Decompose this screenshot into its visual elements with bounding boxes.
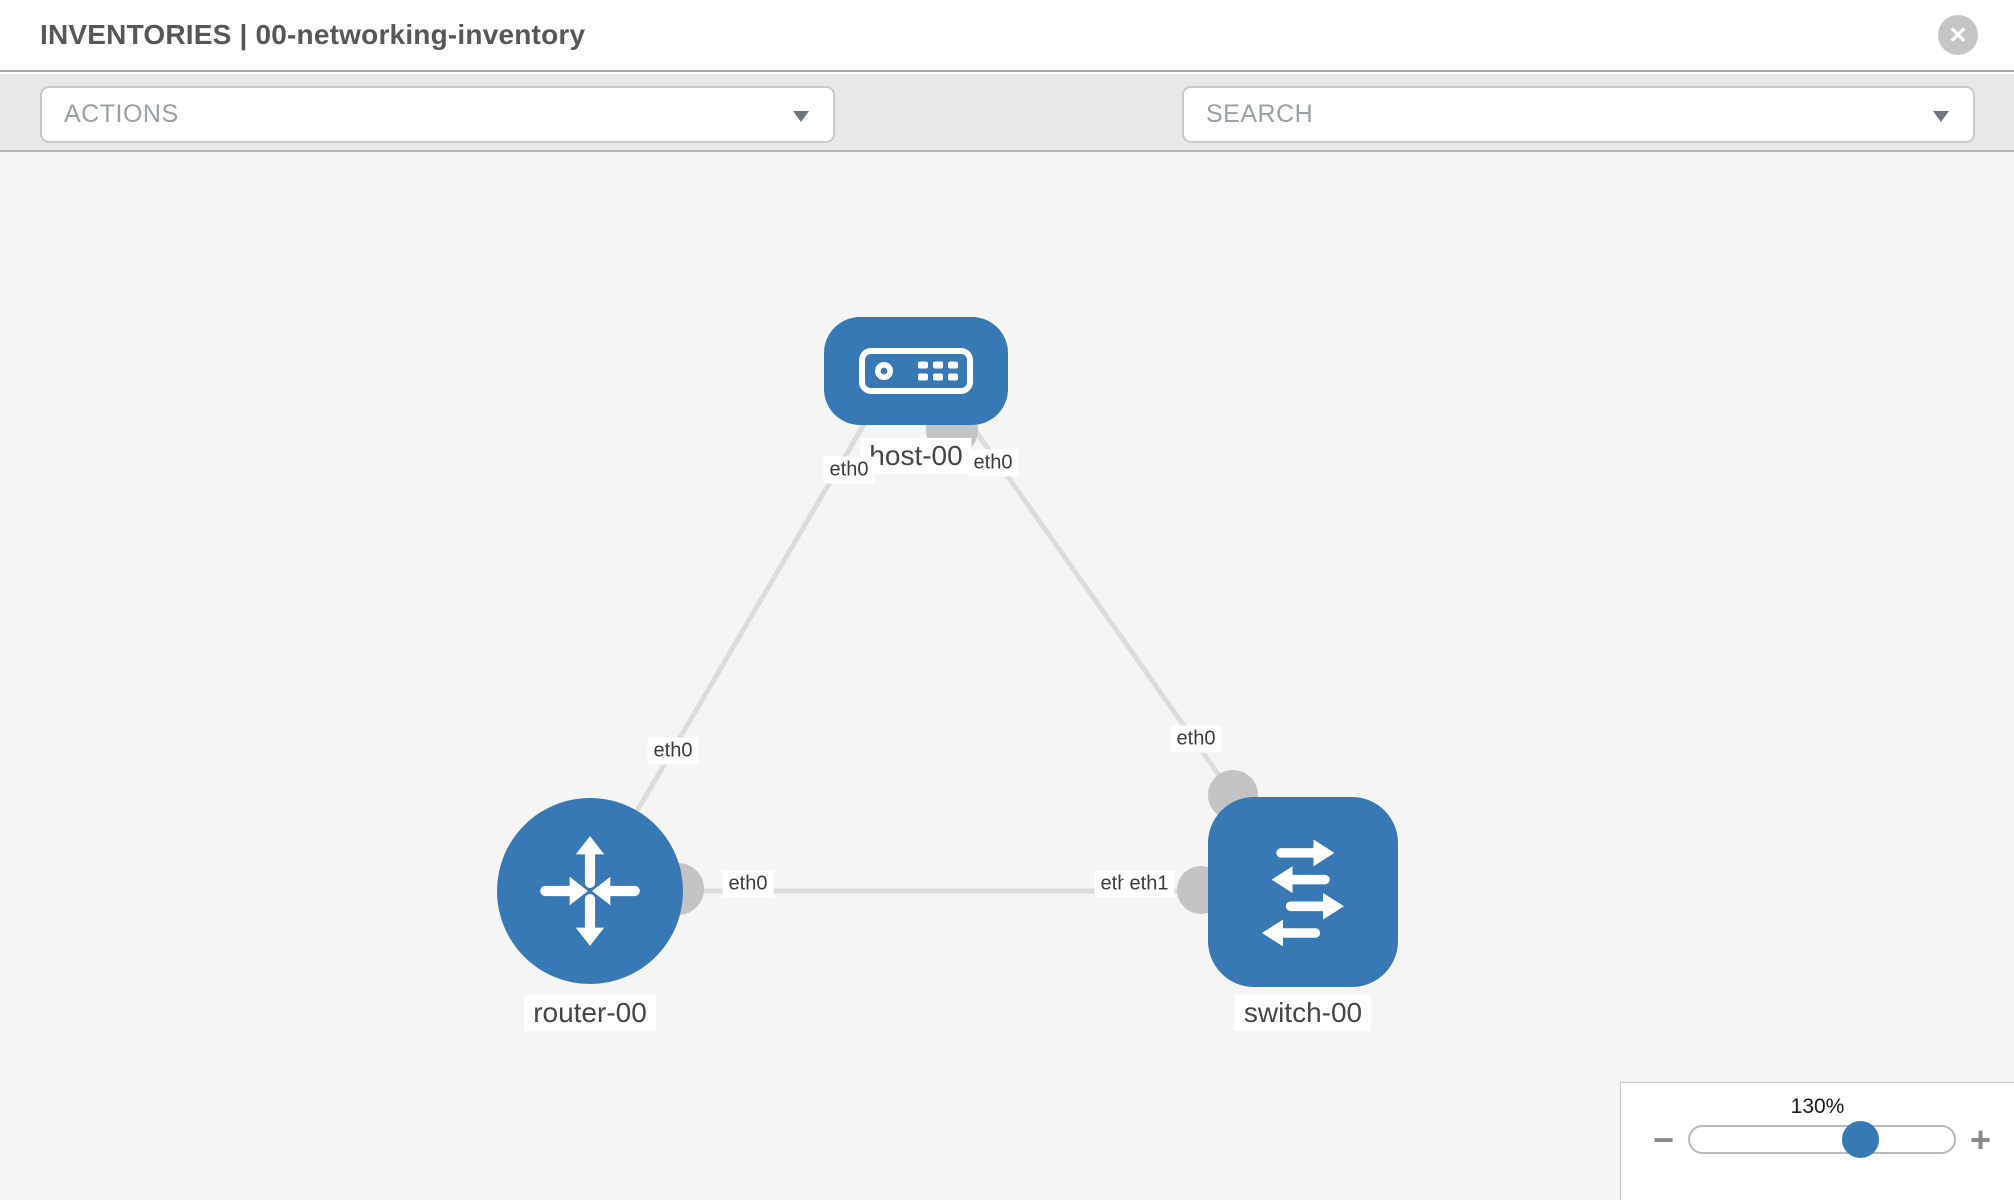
header: INVENTORIES | 00-networking-inventory ✕	[0, 0, 2014, 72]
search-dropdown[interactable]: SEARCH	[1182, 86, 1975, 143]
zoom-slider[interactable]	[1688, 1121, 1957, 1158]
node-label-host: host-00	[860, 438, 972, 474]
zoom-out-button[interactable]: −	[1653, 1118, 1675, 1160]
iface-label-router-to-switch: eth0	[722, 870, 774, 898]
iface-label-host-to-router: eth0	[823, 456, 875, 484]
zoom-panel: 130% − +	[1620, 1082, 2014, 1200]
actions-dropdown-label: ACTIONS	[64, 100, 179, 128]
toolbar: ACTIONS SEARCH	[0, 74, 2014, 206]
iface-label-switch-to-router-front: eth1	[1123, 870, 1175, 898]
link-layer	[587, 390, 1303, 915]
interface-endpoints	[652, 404, 1258, 915]
node-host-00[interactable]	[824, 317, 1008, 425]
node-label-router: router-00	[524, 995, 656, 1031]
iface-label-host-to-switch: eth0	[967, 449, 1019, 477]
search-dropdown-label: SEARCH	[1206, 100, 1314, 128]
server-icon	[859, 348, 973, 394]
node-switch-00[interactable]	[1208, 797, 1398, 987]
close-icon: ✕	[1948, 22, 1968, 48]
topology-canvas[interactable]: host-00 router-00 switch-00 eth0 eth0 et…	[0, 152, 2014, 1200]
zoom-level: 130%	[1790, 1095, 1845, 1118]
switch-arrows-icon	[1261, 839, 1345, 947]
chevron-down-icon	[1933, 111, 1949, 122]
actions-dropdown[interactable]: ACTIONS	[40, 86, 835, 143]
chevron-down-icon	[793, 111, 809, 122]
router-arrows-icon	[540, 836, 640, 946]
zoom-slider-row: − +	[1621, 1118, 2014, 1160]
node-router-00[interactable]	[497, 798, 683, 984]
zoom-slider-handle[interactable]	[1842, 1121, 1880, 1158]
node-label-switch: switch-00	[1234, 995, 1372, 1031]
iface-label-switch-to-host: eth0	[1170, 725, 1222, 753]
close-button[interactable]: ✕	[1938, 15, 1978, 55]
iface-label-router-to-host: eth0	[647, 737, 699, 765]
page-title: INVENTORIES | 00-networking-inventory	[40, 19, 586, 50]
zoom-in-button[interactable]: +	[1970, 1118, 1992, 1160]
